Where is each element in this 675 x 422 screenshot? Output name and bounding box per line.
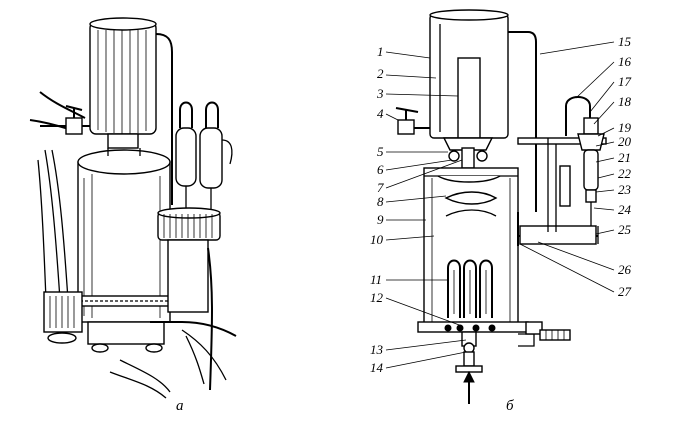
label-26: 26 [618,262,632,277]
label-18: 18 [618,94,632,109]
label-22: 22 [618,166,632,181]
label-6: 6 [377,162,384,177]
label-8: 8 [377,194,384,209]
caption-b: б [506,398,514,414]
condenser-tank [429,9,537,212]
label-9: 9 [377,212,384,227]
label-17: 17 [618,74,632,89]
neck [442,137,494,169]
valve-4 [395,107,430,135]
label-19: 19 [618,120,632,135]
label-15: 15 [618,34,632,49]
label-1: 1 [377,44,384,59]
drawing-perspective: а [29,17,237,414]
label-20: 20 [618,134,632,149]
label-4: 4 [377,106,384,121]
label-24: 24 [618,202,632,217]
label-23: 23 [618,182,632,197]
label-2: 2 [377,66,384,81]
label-27: 27 [618,284,632,299]
flange-right [157,207,221,391]
outlet-tubes [109,321,237,399]
caption-a: а [176,398,184,414]
label-16: 16 [618,54,632,69]
number-labels: 1 2 3 4 5 6 7 8 9 10 11 12 13 14 15 16 1… [370,34,632,375]
label-13: 13 [370,342,384,357]
boiler-tank [77,148,171,353]
label-5: 5 [377,144,384,159]
boiler-vessel [423,167,519,329]
label-14: 14 [370,360,384,375]
heater-box [43,291,83,344]
heating-element [447,259,493,318]
drawing-section: 1 2 3 4 5 6 7 8 9 10 11 12 13 14 15 16 1… [370,9,632,414]
inlet-tubes [29,91,86,301]
label-12: 12 [370,290,384,305]
label-10: 10 [370,232,384,247]
side-assembly [517,96,607,246]
valve-left [40,105,96,135]
label-21: 21 [618,150,631,165]
label-3: 3 [376,86,384,101]
label-25: 25 [618,222,632,237]
condenser-finned [89,17,173,205]
label-11: 11 [370,272,382,287]
base [417,321,571,404]
leader-lines [385,41,615,369]
label-7: 7 [377,180,384,195]
twin-traps [175,101,233,212]
